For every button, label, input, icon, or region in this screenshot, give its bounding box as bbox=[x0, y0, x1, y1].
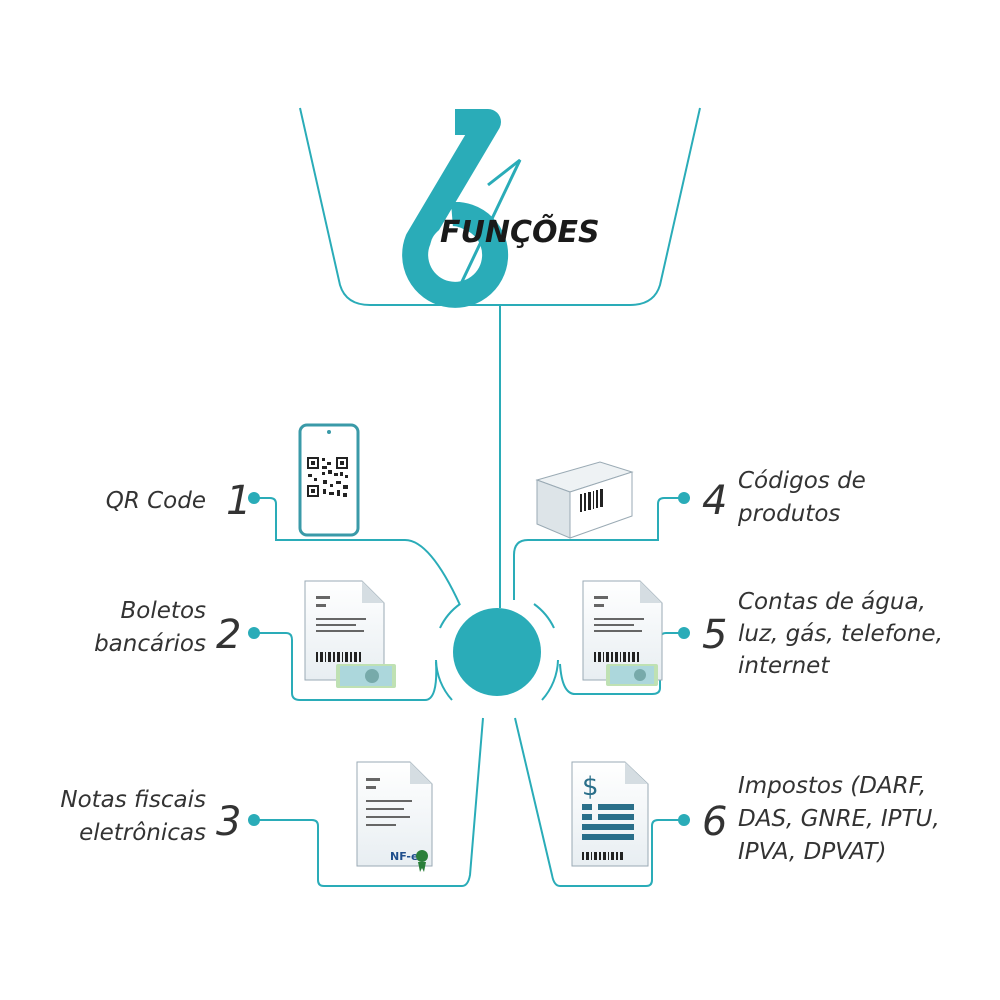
function-label-4-line-2: produtos bbox=[737, 501, 840, 527]
nfe-badge: NF-e bbox=[390, 850, 418, 863]
smartphone-qrcode-icon bbox=[298, 423, 360, 537]
bank-slip-icon bbox=[304, 580, 396, 688]
title-logo: FUNÇÕES bbox=[402, 109, 600, 308]
function-item-6: 6 Impostos (DARF, DAS, GNRE, IPTU, IPVA,… bbox=[702, 773, 940, 865]
function-label-2-line-1: Boletos bbox=[121, 598, 206, 624]
function-label-1: QR Code bbox=[106, 488, 206, 514]
banknote-icon bbox=[336, 664, 396, 688]
function-number-4: 4 bbox=[702, 478, 727, 524]
function-label-3-line-2: eletrônicas bbox=[79, 820, 206, 846]
function-label-6-line-2: DAS, GNRE, IPTU, bbox=[738, 806, 940, 832]
connector-dots bbox=[248, 492, 690, 826]
function-label-6-line-3: IPVA, DPVAT) bbox=[738, 839, 886, 865]
nfe-invoice-icon: NF-e bbox=[356, 761, 433, 872]
function-number-1: 1 bbox=[226, 478, 251, 524]
function-label-4-line-1: Códigos de bbox=[738, 468, 866, 494]
banknote-icon bbox=[606, 664, 658, 686]
dollar-sign-icon: $ bbox=[582, 772, 599, 802]
function-number-3: 3 bbox=[216, 799, 241, 845]
central-hub bbox=[453, 608, 541, 696]
tax-document-icon: $ bbox=[571, 761, 649, 867]
function-label-5-line-1: Contas de água, bbox=[738, 589, 926, 615]
barcode-box-icon bbox=[535, 461, 634, 539]
function-label-5-line-2: luz, gás, telefone, bbox=[738, 621, 943, 647]
function-label-6-line-1: Impostos (DARF, bbox=[738, 773, 926, 799]
function-item-3: Notas fiscais eletrônicas 3 bbox=[60, 787, 241, 846]
title-word: FUNÇÕES bbox=[440, 213, 600, 250]
function-number-5: 5 bbox=[702, 612, 727, 658]
function-item-5: 5 Contas de água, luz, gás, telefone, in… bbox=[702, 589, 943, 679]
function-label-3-line-1: Notas fiscais bbox=[60, 787, 206, 813]
function-label-2-line-2: bancários bbox=[94, 631, 206, 657]
big-six-icon bbox=[402, 109, 522, 308]
function-item-1: QR Code 1 bbox=[106, 478, 252, 524]
connector-lines bbox=[252, 497, 684, 887]
function-label-5-line-3: internet bbox=[738, 653, 830, 679]
function-number-2: 2 bbox=[216, 612, 241, 658]
function-item-2: Boletos bancários 2 bbox=[94, 598, 241, 658]
function-item-4: 4 Códigos de produtos bbox=[702, 468, 866, 527]
function-number-6: 6 bbox=[702, 799, 727, 845]
utility-bill-icon bbox=[582, 580, 663, 686]
